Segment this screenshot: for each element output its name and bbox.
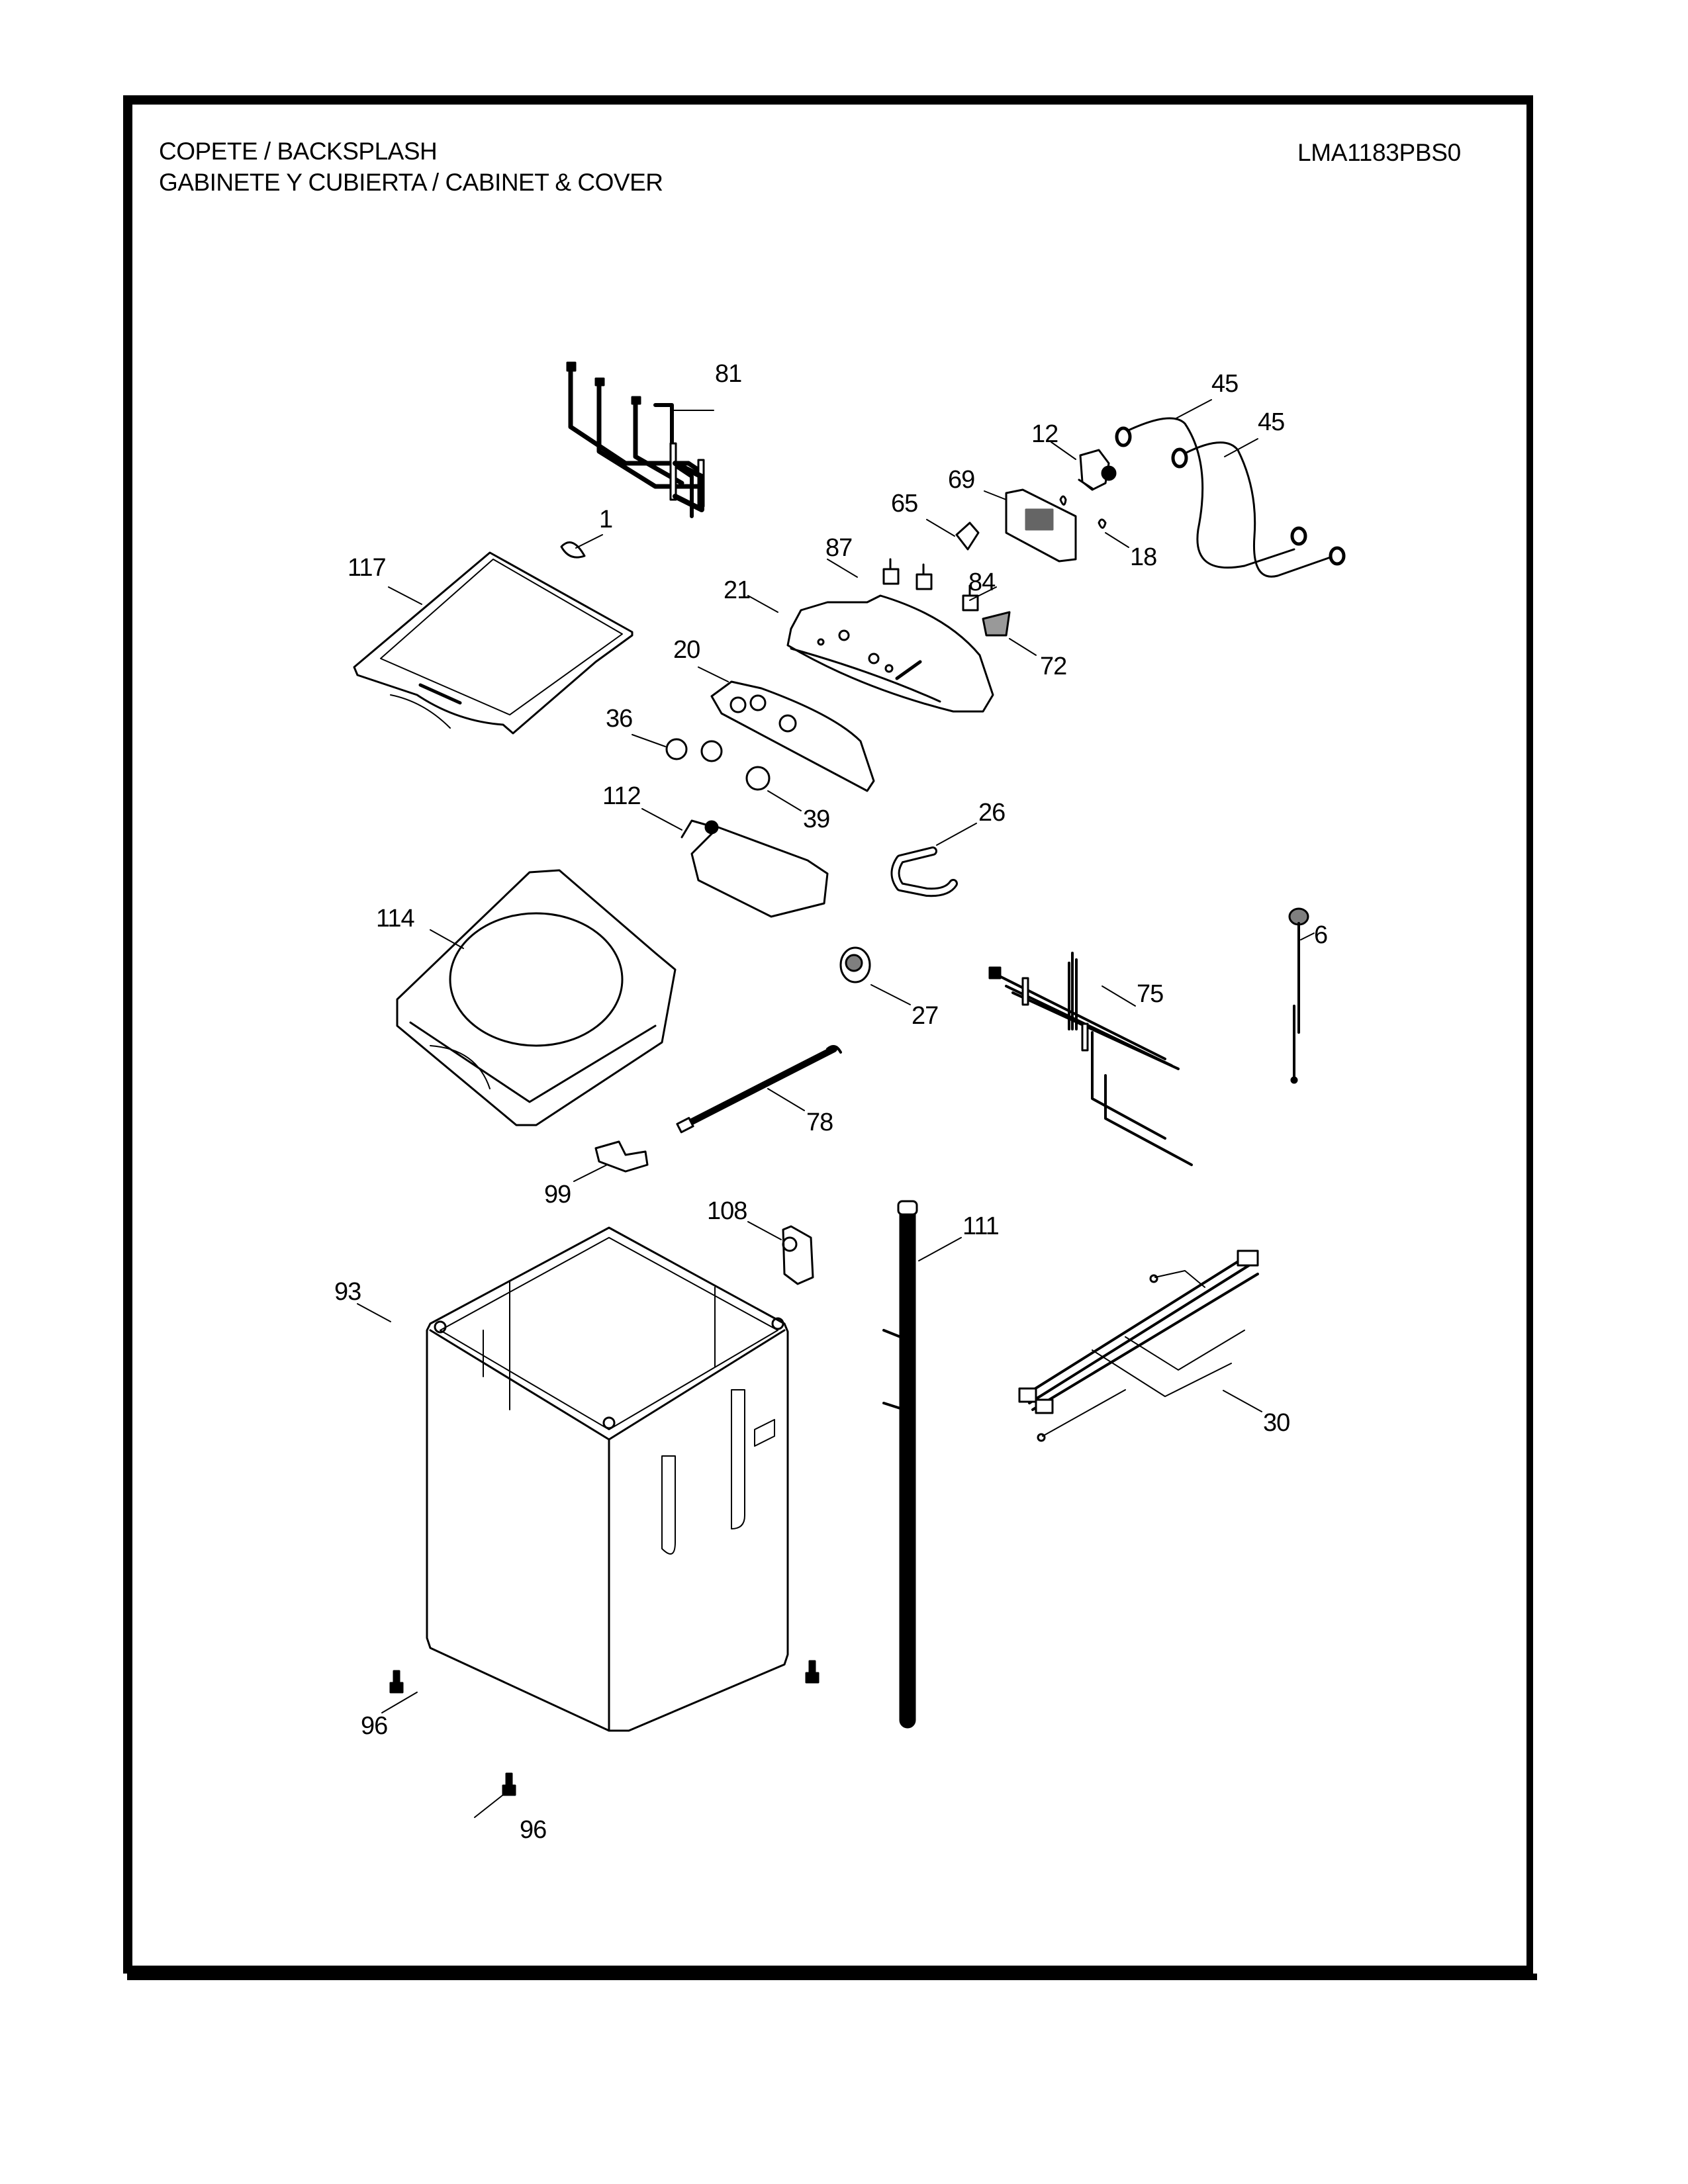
callout-108[interactable]: 108 xyxy=(707,1197,747,1225)
leader-lines xyxy=(357,399,1315,1818)
part-27-pressure-switch[interactable] xyxy=(839,946,871,983)
callout-96[interactable]: 96 xyxy=(361,1712,388,1740)
callout-96[interactable]: 96 xyxy=(520,1816,547,1844)
callout-45[interactable]: 45 xyxy=(1211,370,1239,398)
part-36-knob-a[interactable] xyxy=(665,738,688,760)
callout-72[interactable]: 72 xyxy=(1040,653,1067,680)
diagram-border-shadow xyxy=(127,1974,1537,1980)
callout-84[interactable]: 84 xyxy=(968,569,996,596)
callout-12[interactable]: 12 xyxy=(1031,420,1058,448)
section-title: COPETE / BACKSPLASH xyxy=(159,138,438,165)
callout-18[interactable]: 18 xyxy=(1130,543,1157,571)
callout-26[interactable]: 26 xyxy=(978,799,1006,827)
part-69-control-board[interactable] xyxy=(1005,488,1077,563)
part-78-lid-hinge-rod[interactable] xyxy=(676,1045,842,1134)
part-39-knob[interactable] xyxy=(745,766,771,791)
callout-27[interactable]: 27 xyxy=(912,1002,939,1030)
part-20-control-overlay[interactable] xyxy=(710,680,875,792)
callout-99[interactable]: 99 xyxy=(544,1181,571,1208)
part-18-clip-a[interactable] xyxy=(1059,495,1067,506)
diagram-border xyxy=(123,95,1533,1974)
part-93-cabinet[interactable] xyxy=(426,1226,789,1732)
part-96-leveling-leg-b[interactable] xyxy=(805,1660,820,1684)
callout-87[interactable]: 87 xyxy=(825,534,853,562)
callout-6[interactable]: 6 xyxy=(1314,921,1328,949)
part-21-backsplash[interactable] xyxy=(786,594,994,713)
callout-69[interactable]: 69 xyxy=(948,466,975,494)
callout-81[interactable]: 81 xyxy=(715,360,742,388)
part-6-power-cord[interactable] xyxy=(1288,907,1309,1084)
section-subtitle: GABINETE Y CUBIERTA / CABINET & COVER xyxy=(159,169,663,196)
part-65-bracket[interactable] xyxy=(955,522,980,551)
part-87-switches[interactable] xyxy=(882,558,933,590)
part-112-dispenser[interactable] xyxy=(680,819,829,918)
callout-93[interactable]: 93 xyxy=(334,1278,361,1306)
part-12-water-valve[interactable] xyxy=(1078,449,1117,491)
part-36-knob-b[interactable] xyxy=(700,740,723,762)
callout-75[interactable]: 75 xyxy=(1137,980,1164,1008)
callout-78[interactable]: 78 xyxy=(806,1109,833,1136)
callout-1[interactable]: 1 xyxy=(599,506,613,533)
part-114-top-cover[interactable] xyxy=(396,869,677,1126)
part-18-clip-b[interactable] xyxy=(1098,518,1107,529)
part-111-drain-hose[interactable] xyxy=(882,1200,918,1729)
callout-21[interactable]: 21 xyxy=(724,576,751,604)
callout-45[interactable]: 45 xyxy=(1258,408,1285,436)
part-108-drain-bracket[interactable] xyxy=(782,1225,814,1285)
callout-20[interactable]: 20 xyxy=(673,636,700,664)
part-99-lid-switch[interactable] xyxy=(594,1140,649,1173)
callout-36[interactable]: 36 xyxy=(606,705,633,733)
callout-65[interactable]: 65 xyxy=(891,490,918,518)
part-84-switch[interactable] xyxy=(962,584,979,612)
callout-30[interactable]: 30 xyxy=(1263,1409,1290,1437)
callout-39[interactable]: 39 xyxy=(803,805,830,833)
part-75-wire-harness[interactable] xyxy=(988,952,1193,1166)
part-96-leveling-leg-a[interactable] xyxy=(389,1670,404,1694)
part-81-wire-harness[interactable] xyxy=(566,361,705,518)
callout-114[interactable]: 114 xyxy=(376,905,415,933)
part-96-leveling-leg-c[interactable] xyxy=(502,1772,516,1796)
model-number: LMA1183PBS0 xyxy=(1297,139,1461,166)
callout-111[interactable]: 111 xyxy=(962,1212,1000,1240)
callout-117[interactable]: 117 xyxy=(348,554,387,582)
part-1-lid-bumper[interactable] xyxy=(560,541,586,559)
part-30-wire-harness[interactable] xyxy=(1018,1250,1259,1442)
callout-112[interactable]: 112 xyxy=(602,782,641,810)
part-45-inlet-hoses[interactable] xyxy=(1115,417,1346,578)
part-72-connector[interactable] xyxy=(982,611,1011,637)
part-117-lid[interactable] xyxy=(353,551,633,735)
